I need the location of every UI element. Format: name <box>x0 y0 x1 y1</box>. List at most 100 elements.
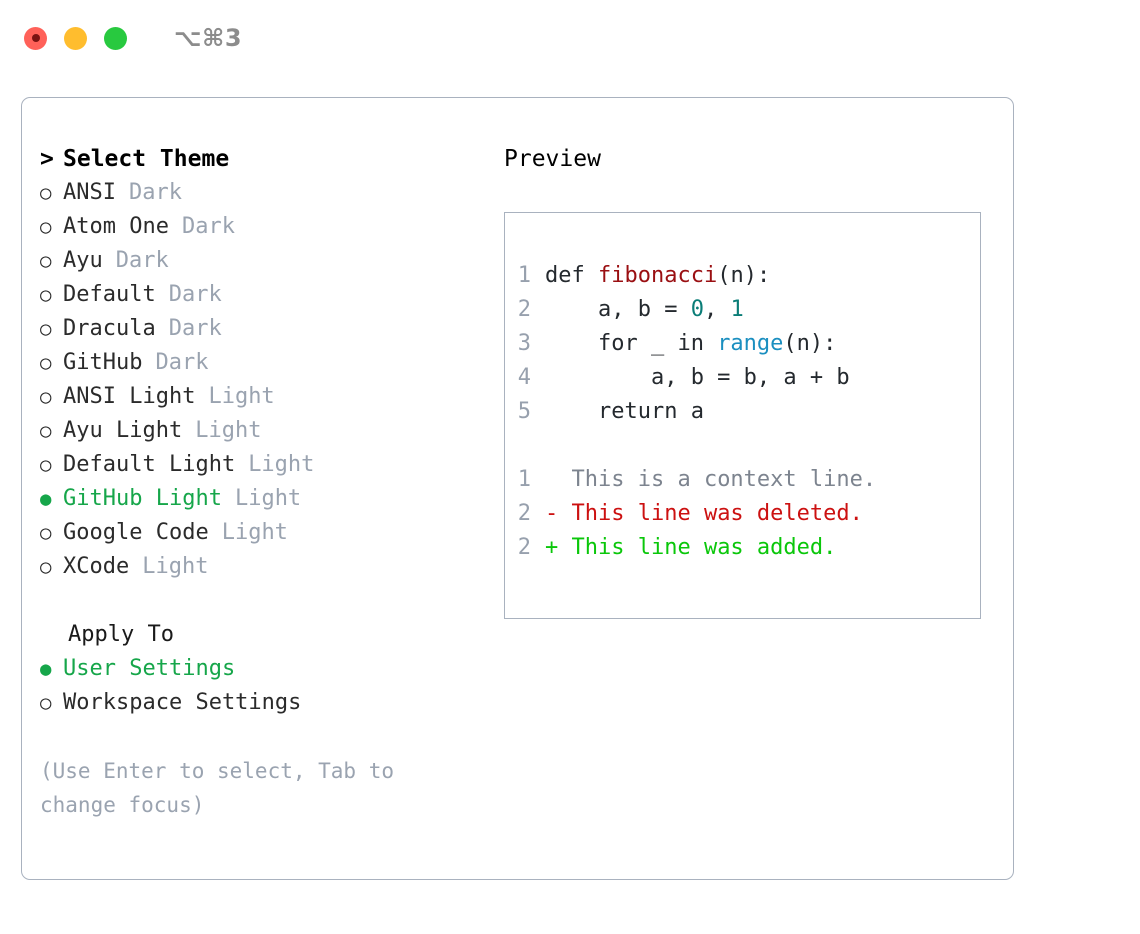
close-button[interactable] <box>24 26 47 50</box>
theme-option-kind: Light <box>248 452 315 477</box>
code-diff-spacer <box>505 429 980 463</box>
theme-option-label: Ayu Light <box>63 418 183 443</box>
diff-line: 1 This is a context line. <box>505 463 980 497</box>
theme-option-label: GitHub <box>63 350 143 375</box>
keyboard-shortcut-label: ⌥⌘3 <box>174 24 243 52</box>
code-line: 5 return a <box>505 395 980 429</box>
preview-heading: Preview <box>504 146 601 172</box>
radio-selected-icon: ● <box>40 658 52 680</box>
radio-unselected-icon: ○ <box>40 250 52 272</box>
theme-option-ayu[interactable]: ○ Ayu Dark <box>40 244 484 278</box>
code-token-kw: a, b = <box>545 297 691 322</box>
diff-line: 2+ This line was added. <box>505 531 980 565</box>
section-spacer <box>40 584 484 618</box>
code-line: 2 a, b = 0, 1 <box>505 293 980 327</box>
diff-sample: 1 This is a context line. 2 - This line wa… <box>505 463 980 565</box>
radio-unselected-icon: ○ <box>40 556 52 578</box>
theme-list-title: Select Theme <box>63 146 230 172</box>
theme-option-kind: Light <box>208 384 275 409</box>
radio-unselected-icon: ○ <box>40 318 52 340</box>
code-line-text: for _ in range(n): <box>545 327 836 361</box>
minimize-button[interactable] <box>64 26 87 50</box>
code-token-kw: , <box>703 297 731 322</box>
theme-option-label: Google Code <box>63 520 209 545</box>
theme-option-kind: Light <box>221 520 288 545</box>
apply-to-option-label: Workspace Settings <box>63 690 302 715</box>
theme-option-kind: Light <box>195 418 262 443</box>
radio-selected-icon: ● <box>40 488 52 510</box>
theme-option-label: ANSI <box>63 180 116 205</box>
radio-unselected-icon: ○ <box>40 216 52 238</box>
code-line-number: 3 <box>517 331 531 356</box>
window-controls <box>24 26 127 50</box>
theme-list-heading: > Select Theme <box>40 142 484 176</box>
diff-text: This line was deleted. <box>558 501 863 526</box>
theme-option-kind: Dark <box>168 282 222 307</box>
code-line: 3 for _ in range(n): <box>505 327 980 361</box>
code-line-text: a, b = 0, 1 <box>545 293 744 327</box>
code-token-num: 0 <box>690 297 704 322</box>
theme-option-github-light[interactable]: ● GitHub Light Light <box>40 482 484 516</box>
code-token-kw: return a <box>545 399 704 424</box>
code-token-kw: (n): <box>783 331 837 356</box>
apply-to-option-user-settings[interactable]: ● User Settings <box>40 652 484 686</box>
theme-option-label: Ayu <box>63 248 103 273</box>
zoom-button[interactable] <box>104 26 127 50</box>
theme-option-label: Default <box>63 282 156 307</box>
code-line-text: return a <box>545 395 704 429</box>
theme-option-dracula[interactable]: ○ Dracula Dark <box>40 312 484 346</box>
theme-option-ansi-light[interactable]: ○ ANSI Light Light <box>40 380 484 414</box>
theme-option-label: ANSI Light <box>63 384 196 409</box>
diff-line: 2 - This line was deleted. <box>505 497 980 531</box>
radio-unselected-icon: ○ <box>40 386 52 408</box>
radio-unselected-icon: ○ <box>40 284 52 306</box>
code-line-number: 1 <box>517 263 531 288</box>
code-line-number: 4 <box>517 365 531 390</box>
keyboard-hint: (Use Enter to select, Tab to change focu… <box>40 759 407 817</box>
theme-option-ayu-light[interactable]: ○ Ayu Light Light <box>40 414 484 448</box>
apply-to-option-workspace-settings[interactable]: ○ Workspace Settings <box>40 686 484 720</box>
apply-to-heading: Apply To <box>68 622 174 647</box>
diff-line-number: 1 <box>517 467 531 492</box>
theme-option-label: Dracula <box>63 316 156 341</box>
code-token-kw: for _ in <box>545 331 718 356</box>
theme-option-kind: Dark <box>115 248 169 273</box>
theme-option-kind: Light <box>234 486 302 511</box>
theme-option-label: GitHub Light <box>63 486 222 511</box>
diff-line-text: - This line was deleted. <box>545 497 863 531</box>
radio-unselected-icon: ○ <box>40 522 52 544</box>
theme-option-google-code[interactable]: ○ Google Code Light <box>40 516 484 550</box>
diff-line-number: 2 <box>517 501 531 526</box>
diff-line-number: 2 <box>517 535 531 560</box>
theme-option-default-light[interactable]: ○ Default Light Light <box>40 448 484 482</box>
apply-to-list: ● User Settings ○ Workspace Settings <box>40 652 484 720</box>
radio-unselected-icon: ○ <box>40 454 52 476</box>
theme-option-label: Default Light <box>63 452 236 477</box>
radio-unselected-icon: ○ <box>40 692 52 714</box>
diff-text: This is a context line. <box>558 467 877 492</box>
apply-to-option-label: User Settings <box>63 656 236 681</box>
diff-marker: + <box>545 535 559 560</box>
radio-unselected-icon: ○ <box>40 420 52 442</box>
radio-unselected-icon: ○ <box>40 182 52 204</box>
theme-option-label: Atom One <box>63 214 169 239</box>
code-token-num: 1 <box>730 297 744 322</box>
theme-option-kind: Light <box>142 554 209 579</box>
code-line-number: 5 <box>517 399 531 424</box>
theme-option-kind: Dark <box>168 316 222 341</box>
theme-option-default[interactable]: ○ Default Dark <box>40 278 484 312</box>
theme-option-atom-one[interactable]: ○ Atom One Dark <box>40 210 484 244</box>
code-token-kw: def <box>545 263 598 288</box>
diff-marker <box>545 467 558 492</box>
close-icon <box>31 34 40 42</box>
theme-option-kind: Dark <box>181 214 235 239</box>
caret-icon: > <box>40 146 54 172</box>
